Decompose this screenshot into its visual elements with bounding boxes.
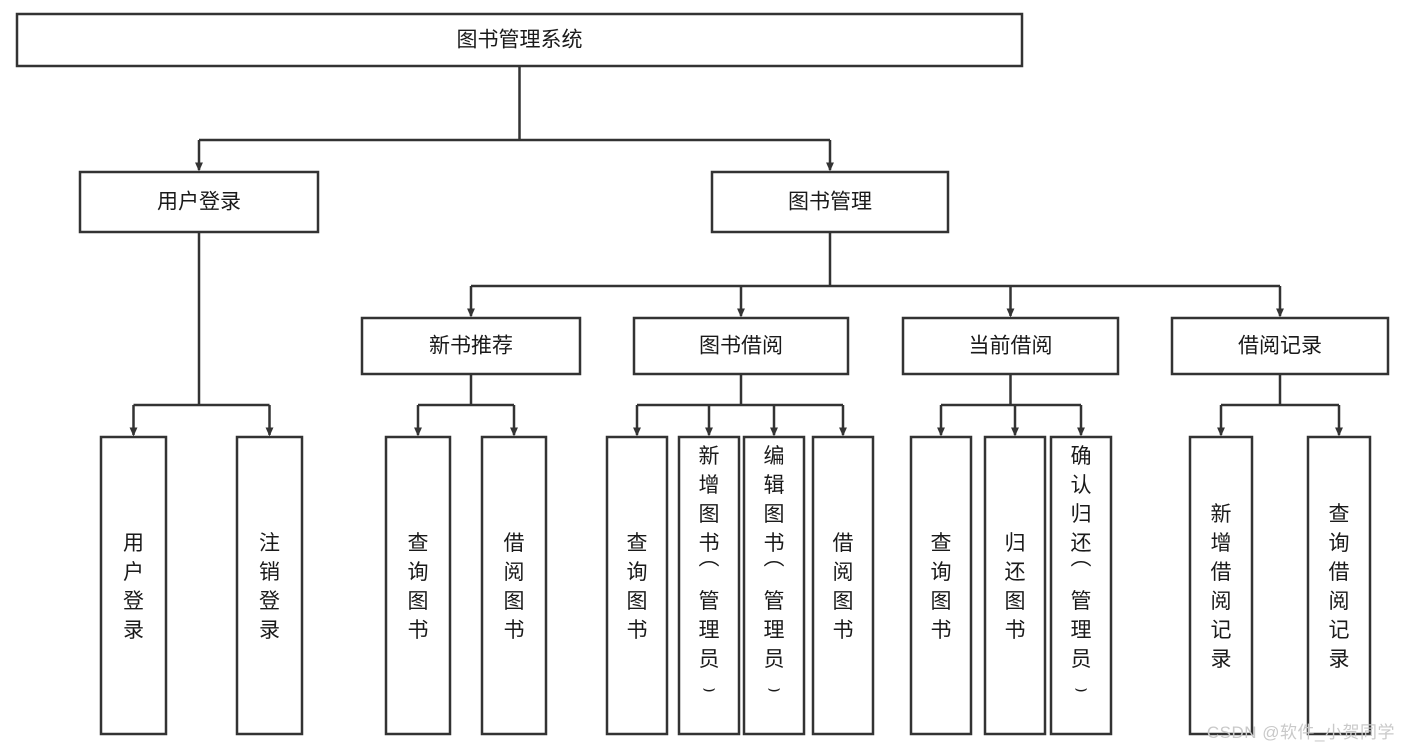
node-label: 用户登录 [123, 532, 144, 642]
node-box [384, 435, 452, 736]
node-leaf-borrow-book-1[interactable]: 借阅图书 [480, 435, 548, 736]
node-box [480, 435, 548, 736]
node-box [1170, 316, 1390, 376]
node-box [1306, 435, 1372, 736]
node-label: 归还图书 [1005, 532, 1026, 642]
node-box [1188, 435, 1254, 736]
node-label: 新书推荐 [429, 335, 513, 358]
node-label: 查询借阅记录 [1329, 503, 1350, 671]
node-box [1049, 435, 1113, 736]
node-box [605, 435, 669, 736]
node-box [360, 316, 582, 376]
node-box [677, 435, 741, 736]
node-label: 新增借阅记录 [1211, 503, 1232, 671]
node-root[interactable]: 图书管理系统 [15, 12, 1024, 68]
node-label: 查询图书 [627, 532, 648, 642]
node-label: 用户登录 [157, 191, 241, 214]
node-box [78, 170, 320, 234]
node-label: 新增图书⌒管理员⌣ [699, 445, 720, 700]
node-label: 注销登录 [259, 532, 280, 642]
node-current-borrow[interactable]: 当前借阅 [901, 316, 1120, 376]
node-box [99, 435, 168, 736]
node-label: 图书管理 [788, 191, 872, 214]
node-box [235, 435, 304, 736]
node-label: 查询图书 [931, 532, 952, 642]
node-box [909, 435, 973, 736]
node-label: 查询图书 [408, 532, 429, 642]
node-leaf-user-login[interactable]: 用户登录 [99, 435, 168, 736]
node-label: 图书管理系统 [457, 29, 583, 52]
node-box [710, 170, 950, 234]
node-label: 借阅记录 [1238, 335, 1322, 358]
nodes-layer: 图书管理系统用户登录图书管理新书推荐图书借阅当前借阅借阅记录用户登录注销登录查询… [15, 12, 1390, 736]
node-box [983, 435, 1047, 736]
node-box [811, 435, 875, 736]
node-leaf-logout[interactable]: 注销登录 [235, 435, 304, 736]
node-box [901, 316, 1120, 376]
node-book-borrow[interactable]: 图书借阅 [632, 316, 850, 376]
node-leaf-confirm-return[interactable]: 确认归还⌒管理员⌣ [1049, 435, 1113, 736]
node-label: 确认归还⌒管理员⌣ [1071, 445, 1092, 700]
node-leaf-borrow-book-2[interactable]: 借阅图书 [811, 435, 875, 736]
node-box [742, 435, 806, 736]
node-label: 图书借阅 [699, 335, 783, 358]
node-user-login[interactable]: 用户登录 [78, 170, 320, 234]
node-borrow-record[interactable]: 借阅记录 [1170, 316, 1390, 376]
node-label: 当前借阅 [969, 335, 1053, 358]
node-leaf-return-book[interactable]: 归还图书 [983, 435, 1047, 736]
node-leaf-query-book-3[interactable]: 查询图书 [909, 435, 973, 736]
node-leaf-add-book[interactable]: 新增图书⌒管理员⌣ [677, 435, 741, 736]
node-new-book-rec[interactable]: 新书推荐 [360, 316, 582, 376]
edges-layer [129, 66, 1343, 437]
node-box [632, 316, 850, 376]
node-leaf-edit-book[interactable]: 编辑图书⌒管理员⌣ [742, 435, 806, 736]
node-leaf-query-book-2[interactable]: 查询图书 [605, 435, 669, 736]
node-label: 编辑图书⌒管理员⌣ [764, 445, 785, 700]
node-box [15, 12, 1024, 68]
node-leaf-query-record[interactable]: 查询借阅记录 [1306, 435, 1372, 736]
node-leaf-query-book-1[interactable]: 查询图书 [384, 435, 452, 736]
node-label: 借阅图书 [833, 532, 854, 642]
node-leaf-add-record[interactable]: 新增借阅记录 [1188, 435, 1254, 736]
node-book-manage[interactable]: 图书管理 [710, 170, 950, 234]
node-label: 借阅图书 [504, 532, 525, 642]
